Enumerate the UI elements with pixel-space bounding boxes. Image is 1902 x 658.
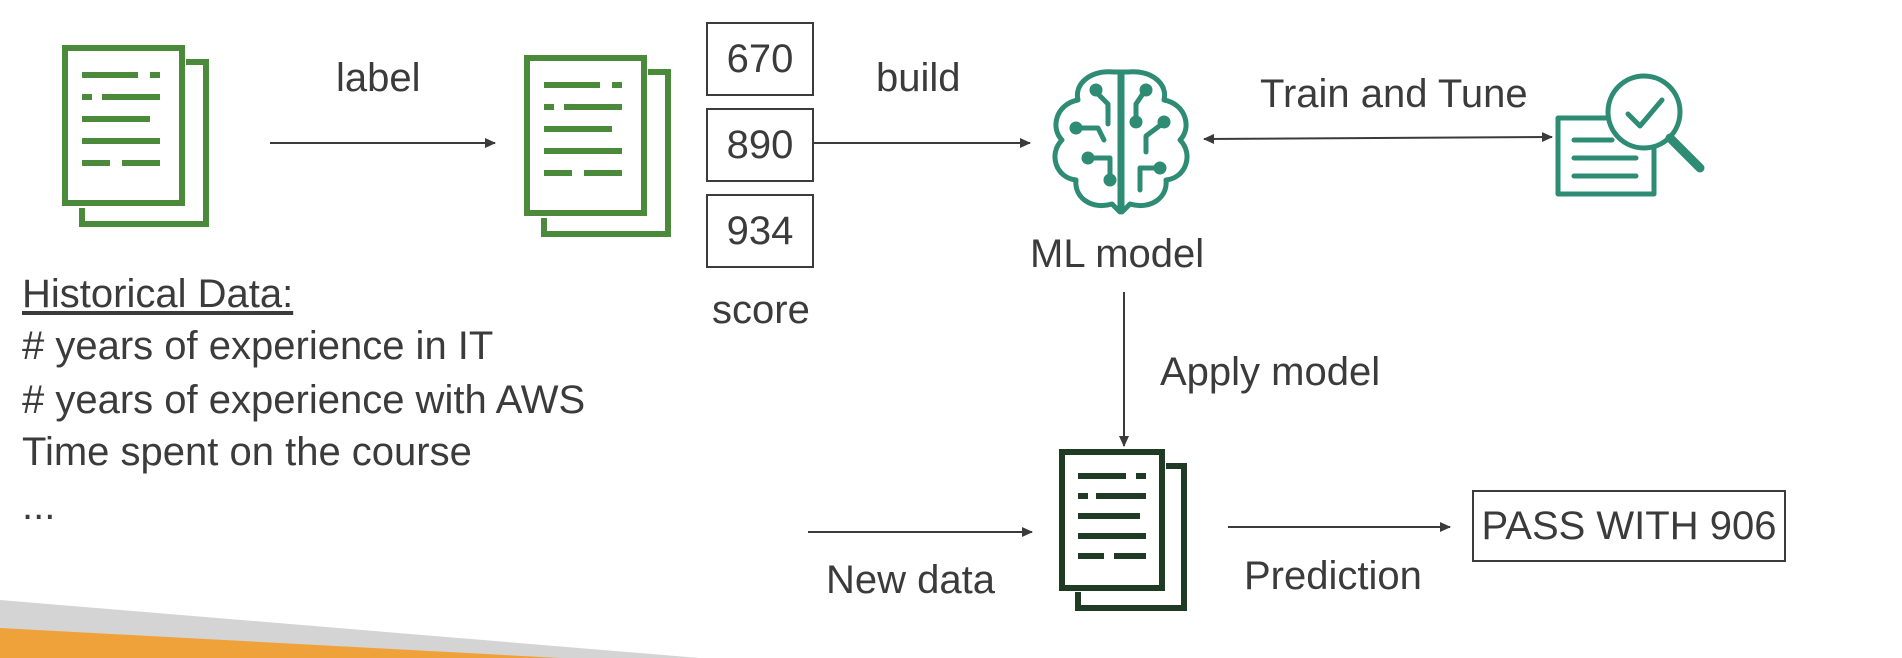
train-tune-arrow	[1203, 132, 1553, 144]
historical-data-line-3: Time spent on the course	[22, 430, 472, 474]
historical-data-line-1: # years of experience in IT	[22, 324, 494, 368]
brain-circuit-icon	[1052, 69, 1190, 215]
score-box-2: 890	[706, 108, 814, 182]
magnifier-check-icon	[1555, 73, 1705, 197]
new-data-document-icon	[1059, 449, 1187, 611]
raw-data-document-icon	[62, 45, 209, 227]
build-arrow-text: build	[876, 56, 961, 100]
labeled-data-document-icon	[524, 55, 671, 237]
label-arrow-text: label	[336, 56, 421, 100]
new-data-text: New data	[826, 558, 995, 602]
prediction-text: Prediction	[1244, 554, 1422, 598]
ml-model-text: ML model	[1030, 232, 1205, 276]
train-tune-text: Train and Tune	[1260, 72, 1528, 116]
apply-model-text: Apply model	[1160, 350, 1381, 394]
score-box-1: 670	[706, 22, 814, 96]
historical-data-line-4: ...	[22, 484, 56, 528]
prediction-result-box: PASS WITH 906	[1472, 490, 1786, 562]
decorative-stripe-orange	[0, 628, 560, 658]
historical-data-line-2: # years of experience with AWS	[22, 378, 586, 422]
score-text: score	[712, 288, 810, 332]
historical-data-title: Historical Data:	[22, 272, 294, 316]
score-box-3: 934	[706, 194, 814, 268]
